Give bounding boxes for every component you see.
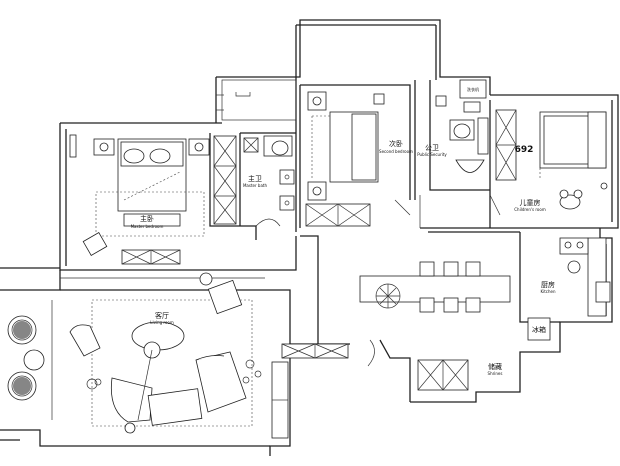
- master-bath-fixtures: [243, 135, 295, 211]
- room-label-living-room-en: Living room: [150, 320, 174, 325]
- public-bath-fixtures: 洗衣机: [435, 79, 489, 173]
- room-label-master-bedroom-en: Master bedroom: [131, 224, 164, 229]
- interior-walls: [60, 80, 600, 344]
- master-wardrobe: [213, 135, 237, 225]
- balcony-chairs: [7, 315, 45, 401]
- dining-table: [359, 261, 511, 313]
- dimension-label: 692: [515, 145, 534, 155]
- living-armchair: [69, 279, 243, 357]
- room-label-shrines-en: Shrines: [488, 371, 503, 376]
- room-label-master-bedroom: 主卧: [140, 214, 154, 223]
- kitchen-counter: [559, 237, 611, 317]
- room-label-public-bath: 公卫: [425, 144, 439, 152]
- second-wardrobe: [305, 203, 371, 227]
- second-bed: [307, 91, 385, 201]
- fridge-label: 冰箱: [532, 325, 546, 334]
- dining-plant: [375, 283, 401, 309]
- room-label-kitchen-en: Kitchen: [540, 289, 555, 294]
- room-label-shrines: 储藏: [488, 362, 502, 371]
- doors: [216, 94, 501, 367]
- room-label-public-bath-en: Public Security: [417, 152, 447, 157]
- entry-cabinet: [281, 343, 349, 359]
- childrens-wardrobe: [495, 109, 517, 181]
- master-bed: [93, 138, 210, 227]
- tv-cabinet: [271, 361, 289, 439]
- living-rug: [91, 299, 253, 427]
- room-label-master-bath: 主卫: [248, 174, 262, 183]
- master-armchair: [82, 232, 108, 256]
- window-curtain: [69, 134, 77, 158]
- room-label-childrens-room-en: Children's room: [514, 207, 546, 212]
- washing-machine-label: 洗衣机: [467, 86, 479, 92]
- room-label-kitchen: 厨房: [541, 280, 555, 289]
- master-rug: [95, 191, 205, 237]
- room-label-living-room: 客厅: [155, 311, 169, 320]
- living-sofa: [110, 351, 247, 426]
- living-coffee-table: [124, 321, 185, 434]
- master-tv-cabinet: [121, 249, 181, 265]
- storage-cabinet: [417, 359, 469, 391]
- room-label-childrens-room: 儿童房: [520, 198, 541, 207]
- childrens-bed: [539, 111, 608, 190]
- room-label-second-bedroom: 次卧: [389, 139, 403, 148]
- room-label-second-bedroom-en: Second bedroom: [379, 149, 413, 154]
- childrens-toy-chair: [559, 189, 583, 210]
- room-label-master-bath-en: Master bath: [243, 183, 267, 188]
- living-decor: [86, 272, 262, 390]
- fridge: 冰箱: [527, 317, 551, 341]
- balcony-area: [221, 79, 297, 121]
